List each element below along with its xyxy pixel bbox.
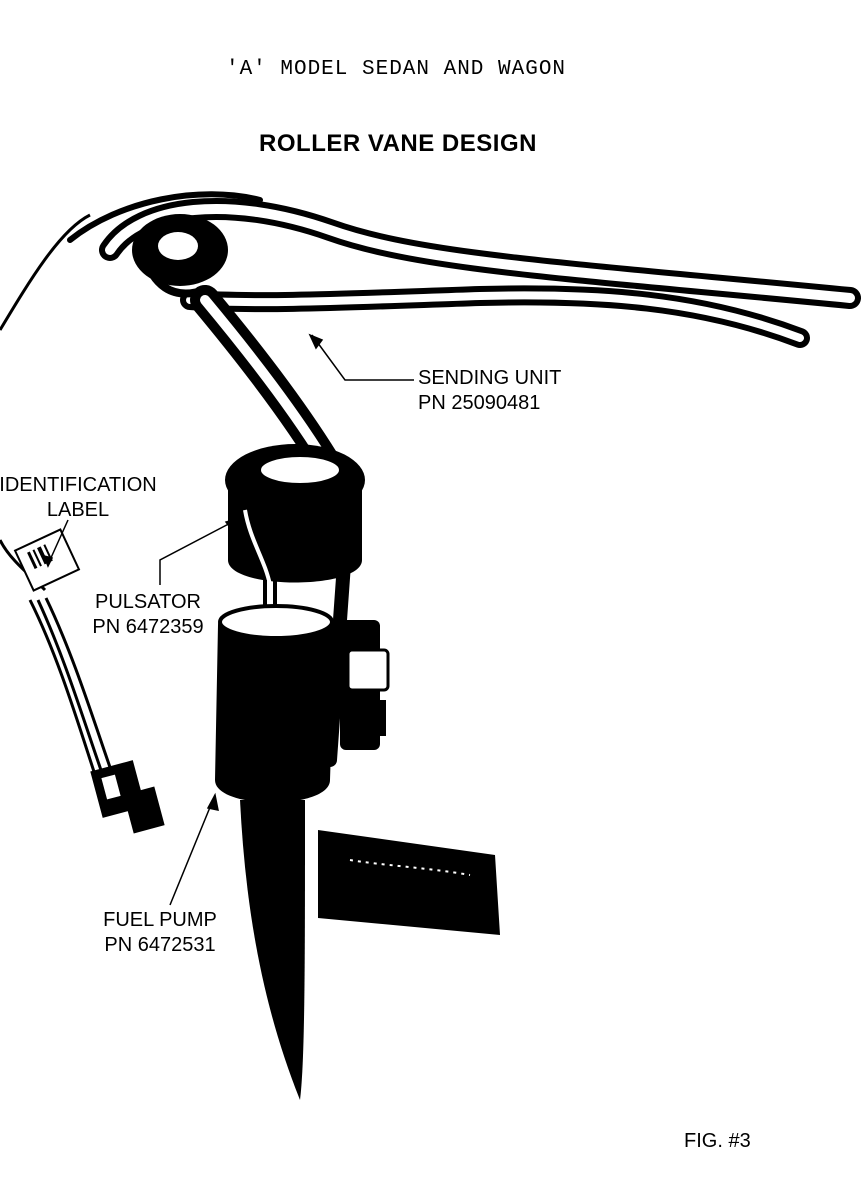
sending-unit-tubes [67,191,861,348]
sending-unit-name: SENDING UNIT [418,367,562,389]
bracket-hardware [340,620,390,750]
electrical-connector [90,760,165,834]
sending-unit-part-number: PN 25090481 [418,392,541,414]
float-block [318,830,500,935]
sending-unit-label: SENDING UNIT PN 25090481 [418,366,561,416]
fuel-pump-label: FUEL PUMP PN 6472531 [90,908,230,958]
fuel-pump-name: FUEL PUMP [103,909,217,931]
fuel-pump-part-number: PN 6472531 [104,934,216,956]
pulsator-name: PULSATOR [95,591,201,613]
document-header: 'A' MODEL SEDAN AND WAGON [225,58,567,81]
pulsator-label: PULSATOR PN 6472359 [78,590,218,640]
sending-unit-flange [132,214,228,298]
fuel-pump-body [215,604,335,1100]
figure-title: ROLLER VANE DESIGN [259,130,537,157]
leader-lines [42,333,414,906]
identification-label-line2: LABEL [46,499,110,521]
pulsator-part-number: PN 6472359 [92,616,204,638]
identification-label-callout: IDENTIFICATION LABEL [0,473,168,523]
figure-number: FIG. #3 [684,1130,751,1152]
identification-label-line1: IDENTIFICATION [0,474,157,496]
pulsator-body [225,444,365,612]
